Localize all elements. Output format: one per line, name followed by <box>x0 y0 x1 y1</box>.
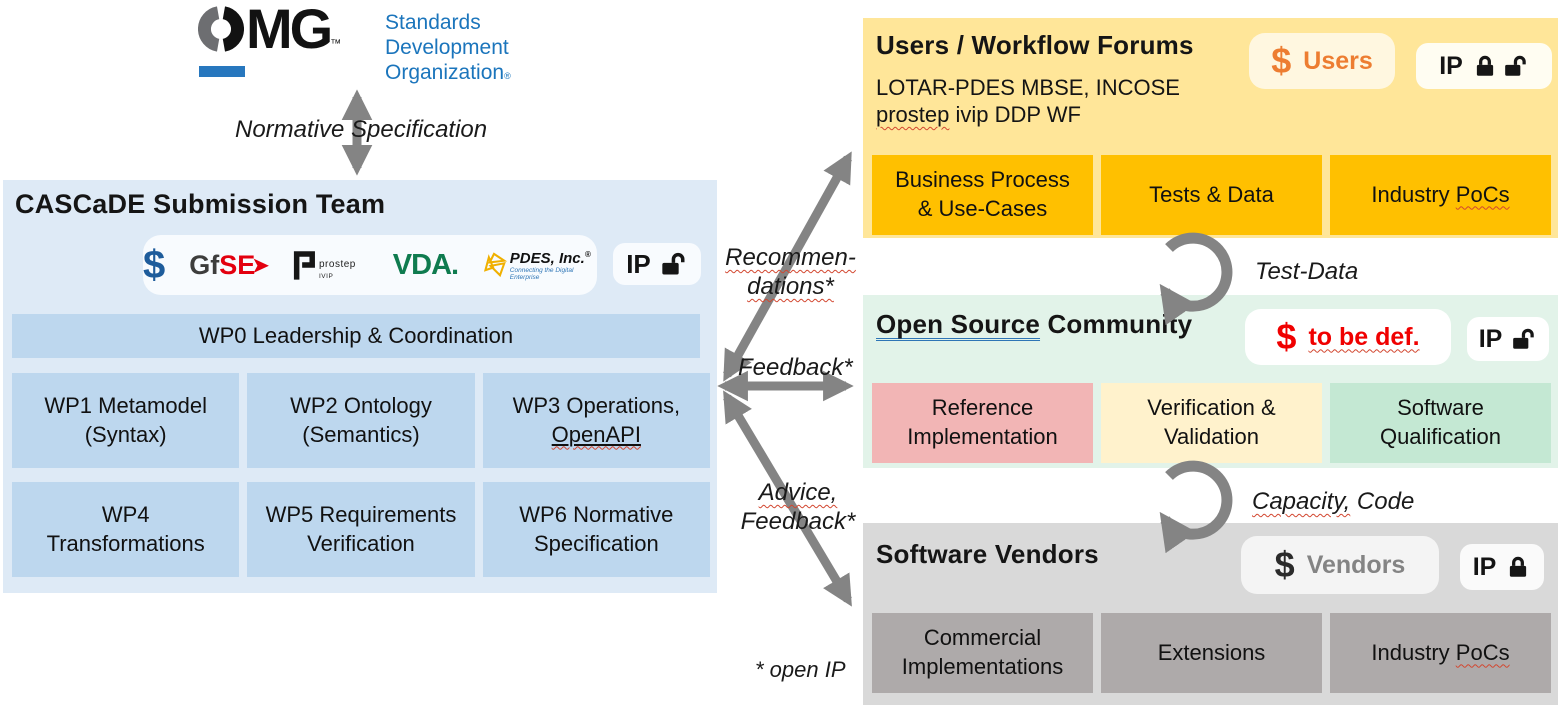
capacity-code-label: Capacity, Code <box>1252 488 1415 515</box>
recommendations-label: Recommen- dations* <box>725 244 856 300</box>
omg-wordmark: MG <box>246 0 333 60</box>
omg-logo: MG ™ <box>198 0 342 60</box>
vendors-funding-label: Vendors <box>1306 550 1406 579</box>
ip-label: IP <box>1472 552 1497 581</box>
vda-logo: VDA. <box>392 248 459 281</box>
feedback-label: Feedback* <box>738 354 853 381</box>
vendors-funding-badge: $ Vendors <box>1241 536 1439 594</box>
tests-data-cell: Tests & Data <box>1101 155 1322 235</box>
lock-open-icon <box>1513 328 1535 349</box>
wp3-cell: WP3 Operations, OpenAPI <box>482 373 710 468</box>
users-members-line: prostep ivip DDP WF <box>876 102 1081 127</box>
test-data-label: Test-Data <box>1255 258 1359 285</box>
users-members: LOTAR-PDES MBSE, INCOSE prostep ivip DDP… <box>876 74 1180 128</box>
reference-implementation-cell: Reference Implementation <box>872 383 1093 463</box>
omg-subtitle-line: Organization® <box>385 61 511 84</box>
lock-closed-icon <box>1510 556 1527 577</box>
cascade-ip-badge: IP <box>613 243 701 285</box>
open-source-community-box: Open Source Community $ to be def. IP Re… <box>863 295 1558 468</box>
ip-label: IP <box>626 248 651 279</box>
omg-trademark: ™ <box>330 38 342 50</box>
users-funding-label: Users <box>1303 46 1373 75</box>
lock-closed-icon <box>1476 55 1493 76</box>
dollar-icon: $ <box>1276 316 1297 357</box>
software-vendors-box: Software Vendors $ Vendors IP Commercial… <box>863 523 1558 705</box>
lock-open-icon <box>662 252 685 275</box>
wp3-label: WP3 Operations, <box>512 392 681 418</box>
open-source-subboxes: Reference Implementation Verification & … <box>872 383 1551 463</box>
open-source-funding-badge: $ to be def. <box>1245 309 1451 365</box>
wp-row-1: WP1 Metamodel (Syntax) WP2 Ontology (Sem… <box>12 373 710 468</box>
dollar-icon: $ <box>143 242 166 287</box>
industry-pocs-cell: Industry PoCs <box>1330 613 1551 693</box>
ip-label: IP <box>1439 51 1463 80</box>
users-members-line: LOTAR-PDES MBSE, INCOSE <box>876 75 1180 100</box>
extensions-cell: Extensions <box>1101 613 1322 693</box>
software-qualification-cell: Software Qualification <box>1330 383 1551 463</box>
verification-validation-cell: Verification & Validation <box>1101 383 1322 463</box>
wp-row-2: WP4 Transformations WP5 Requirements Ver… <box>12 482 710 577</box>
wp0-cell: WP0 Leadership & Coordination <box>12 314 700 358</box>
omg-subtitle-line: Standards <box>385 11 481 34</box>
wp3-openapi-link: OpenAPI <box>551 421 641 447</box>
vendors-ip-badge: IP <box>1460 544 1544 590</box>
commercial-implementations-cell: Commercial Implementations <box>872 613 1093 693</box>
industry-pocs-cell: Industry PoCs <box>1330 155 1551 235</box>
users-subboxes: Business Process & Use-Cases Tests & Dat… <box>872 155 1551 235</box>
wp1-cell: WP1 Metamodel (Syntax) <box>12 373 240 468</box>
wp0-label: WP0 Leadership & Coordination <box>198 322 514 348</box>
ip-label: IP <box>1478 324 1503 353</box>
omg-registered-mark: ® <box>504 71 511 81</box>
cascade-title: CASCaDE Submission Team <box>15 189 386 219</box>
prostep-ivip-logo: prostep IVIP <box>293 249 369 281</box>
open-source-ip-badge: IP <box>1467 317 1549 361</box>
lock-open-icon <box>1504 55 1526 76</box>
open-source-funding-label: to be def. <box>1308 322 1420 351</box>
normative-specification-label: Normative Specification <box>235 116 488 143</box>
vendors-subboxes: Commercial Implementations Extensions In… <box>872 613 1551 693</box>
gfse-arrow-icon: ➤ <box>252 254 270 277</box>
business-process-cell: Business Process & Use-Cases <box>872 155 1093 235</box>
open-ip-footnote: * open IP <box>755 657 846 682</box>
dollar-icon: $ <box>1271 40 1292 81</box>
omg-blue-bar <box>199 66 245 77</box>
users-funding-badge: $ Users <box>1249 33 1395 89</box>
omg-o-ring-icon <box>198 6 244 52</box>
omg-subtitle: Standards Development Organization® <box>385 10 511 89</box>
omg-subtitle-line: Development <box>385 36 509 59</box>
wp2-cell: WP2 Ontology (Semantics) <box>247 373 475 468</box>
users-title: Users / Workflow Forums <box>876 30 1194 60</box>
pdes-triangles-icon <box>484 252 508 278</box>
users-ip-badge: IP <box>1416 43 1552 89</box>
pdes-logo: PDES, Inc.® Connecting the Digital Enter… <box>482 250 597 281</box>
wp4-cell: WP4 Transformations <box>12 482 240 577</box>
prostep-glyph-icon <box>293 251 315 280</box>
users-workflow-forums-box: Users / Workflow Forums LOTAR-PDES MBSE,… <box>863 18 1558 238</box>
open-source-title: Open Source Community <box>876 309 1193 339</box>
vendors-title: Software Vendors <box>876 539 1099 569</box>
advice-feedback-label: Advice, Feedback* <box>740 479 856 535</box>
wp6-cell: WP6 Normative Specification <box>482 482 710 577</box>
wp5-cell: WP5 Requirements Verification <box>247 482 475 577</box>
dollar-icon: $ <box>1274 544 1295 585</box>
